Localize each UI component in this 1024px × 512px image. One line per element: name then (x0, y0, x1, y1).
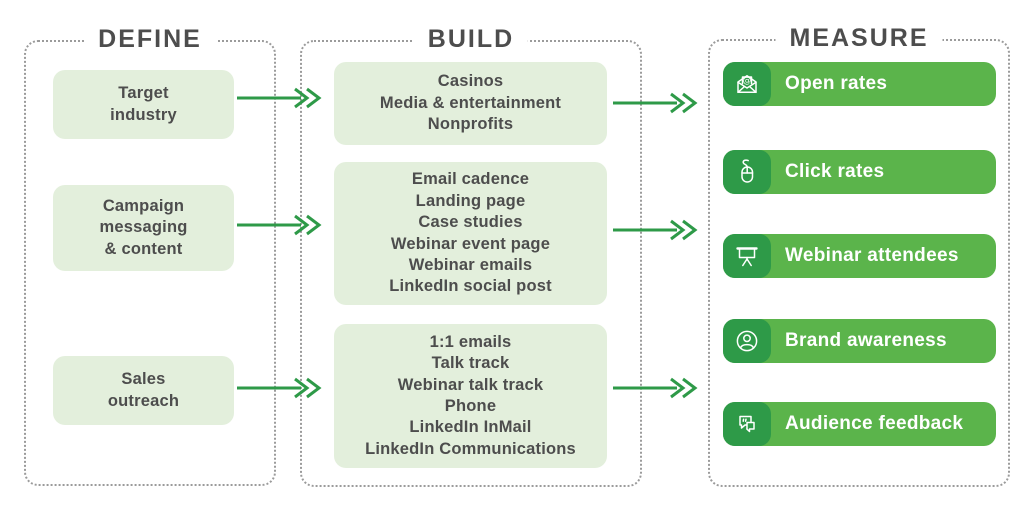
arrow-define-to-build-1 (237, 86, 327, 110)
svg-text:@: @ (743, 76, 752, 86)
arrow-build-to-measure-1 (613, 91, 703, 115)
define-column: DEFINE Target industry Campaign messagin… (24, 25, 276, 486)
open-email-icon: @ (733, 70, 761, 98)
measure-column: MEASURE @ Open rates (708, 24, 1010, 487)
build-column: BUILD Casinos Media & entertainment Nonp… (300, 25, 642, 487)
measure-banner-audience-feedback: Audience feedback (723, 402, 996, 446)
build-column-title: BUILD (413, 25, 529, 54)
speech-bubbles-icon (733, 410, 761, 438)
measure-banner-brand-awareness: Brand awareness (723, 319, 996, 363)
measure-column-title: MEASURE (775, 24, 943, 53)
define-column-title: DEFINE (84, 25, 216, 54)
measure-banner-webinar-attendees: Webinar attendees (723, 234, 996, 278)
measure-banner-label: Brand awareness (785, 330, 947, 351)
build-box-content-assets: Email cadence Landing page Case studies … (334, 162, 607, 305)
build-box-outreach-assets: 1:1 emails Talk track Webinar talk track… (334, 324, 607, 468)
person-circle-icon (733, 327, 761, 355)
measure-banner-click-rates: Click rates (723, 150, 996, 194)
define-box-target-industry: Target industry (53, 70, 234, 139)
build-box-industries: Casinos Media & entertainment Nonprofits (334, 62, 607, 145)
arrow-build-to-measure-3 (613, 376, 703, 400)
measure-banner-label: Webinar attendees (785, 245, 959, 266)
define-box-sales-outreach: Sales outreach (53, 356, 234, 425)
arrow-build-to-measure-2 (613, 218, 703, 242)
measure-banner-label: Click rates (785, 161, 885, 182)
measure-banner-open-rates: @ Open rates (723, 62, 996, 106)
presentation-screen-icon (733, 242, 761, 270)
measure-banner-label: Audience feedback (785, 413, 964, 434)
mouse-click-icon (733, 158, 761, 186)
arrow-define-to-build-3 (237, 376, 327, 400)
measure-banner-label: Open rates (785, 73, 888, 94)
define-box-campaign-messaging: Campaign messaging & content (53, 185, 234, 271)
arrow-define-to-build-2 (237, 213, 327, 237)
